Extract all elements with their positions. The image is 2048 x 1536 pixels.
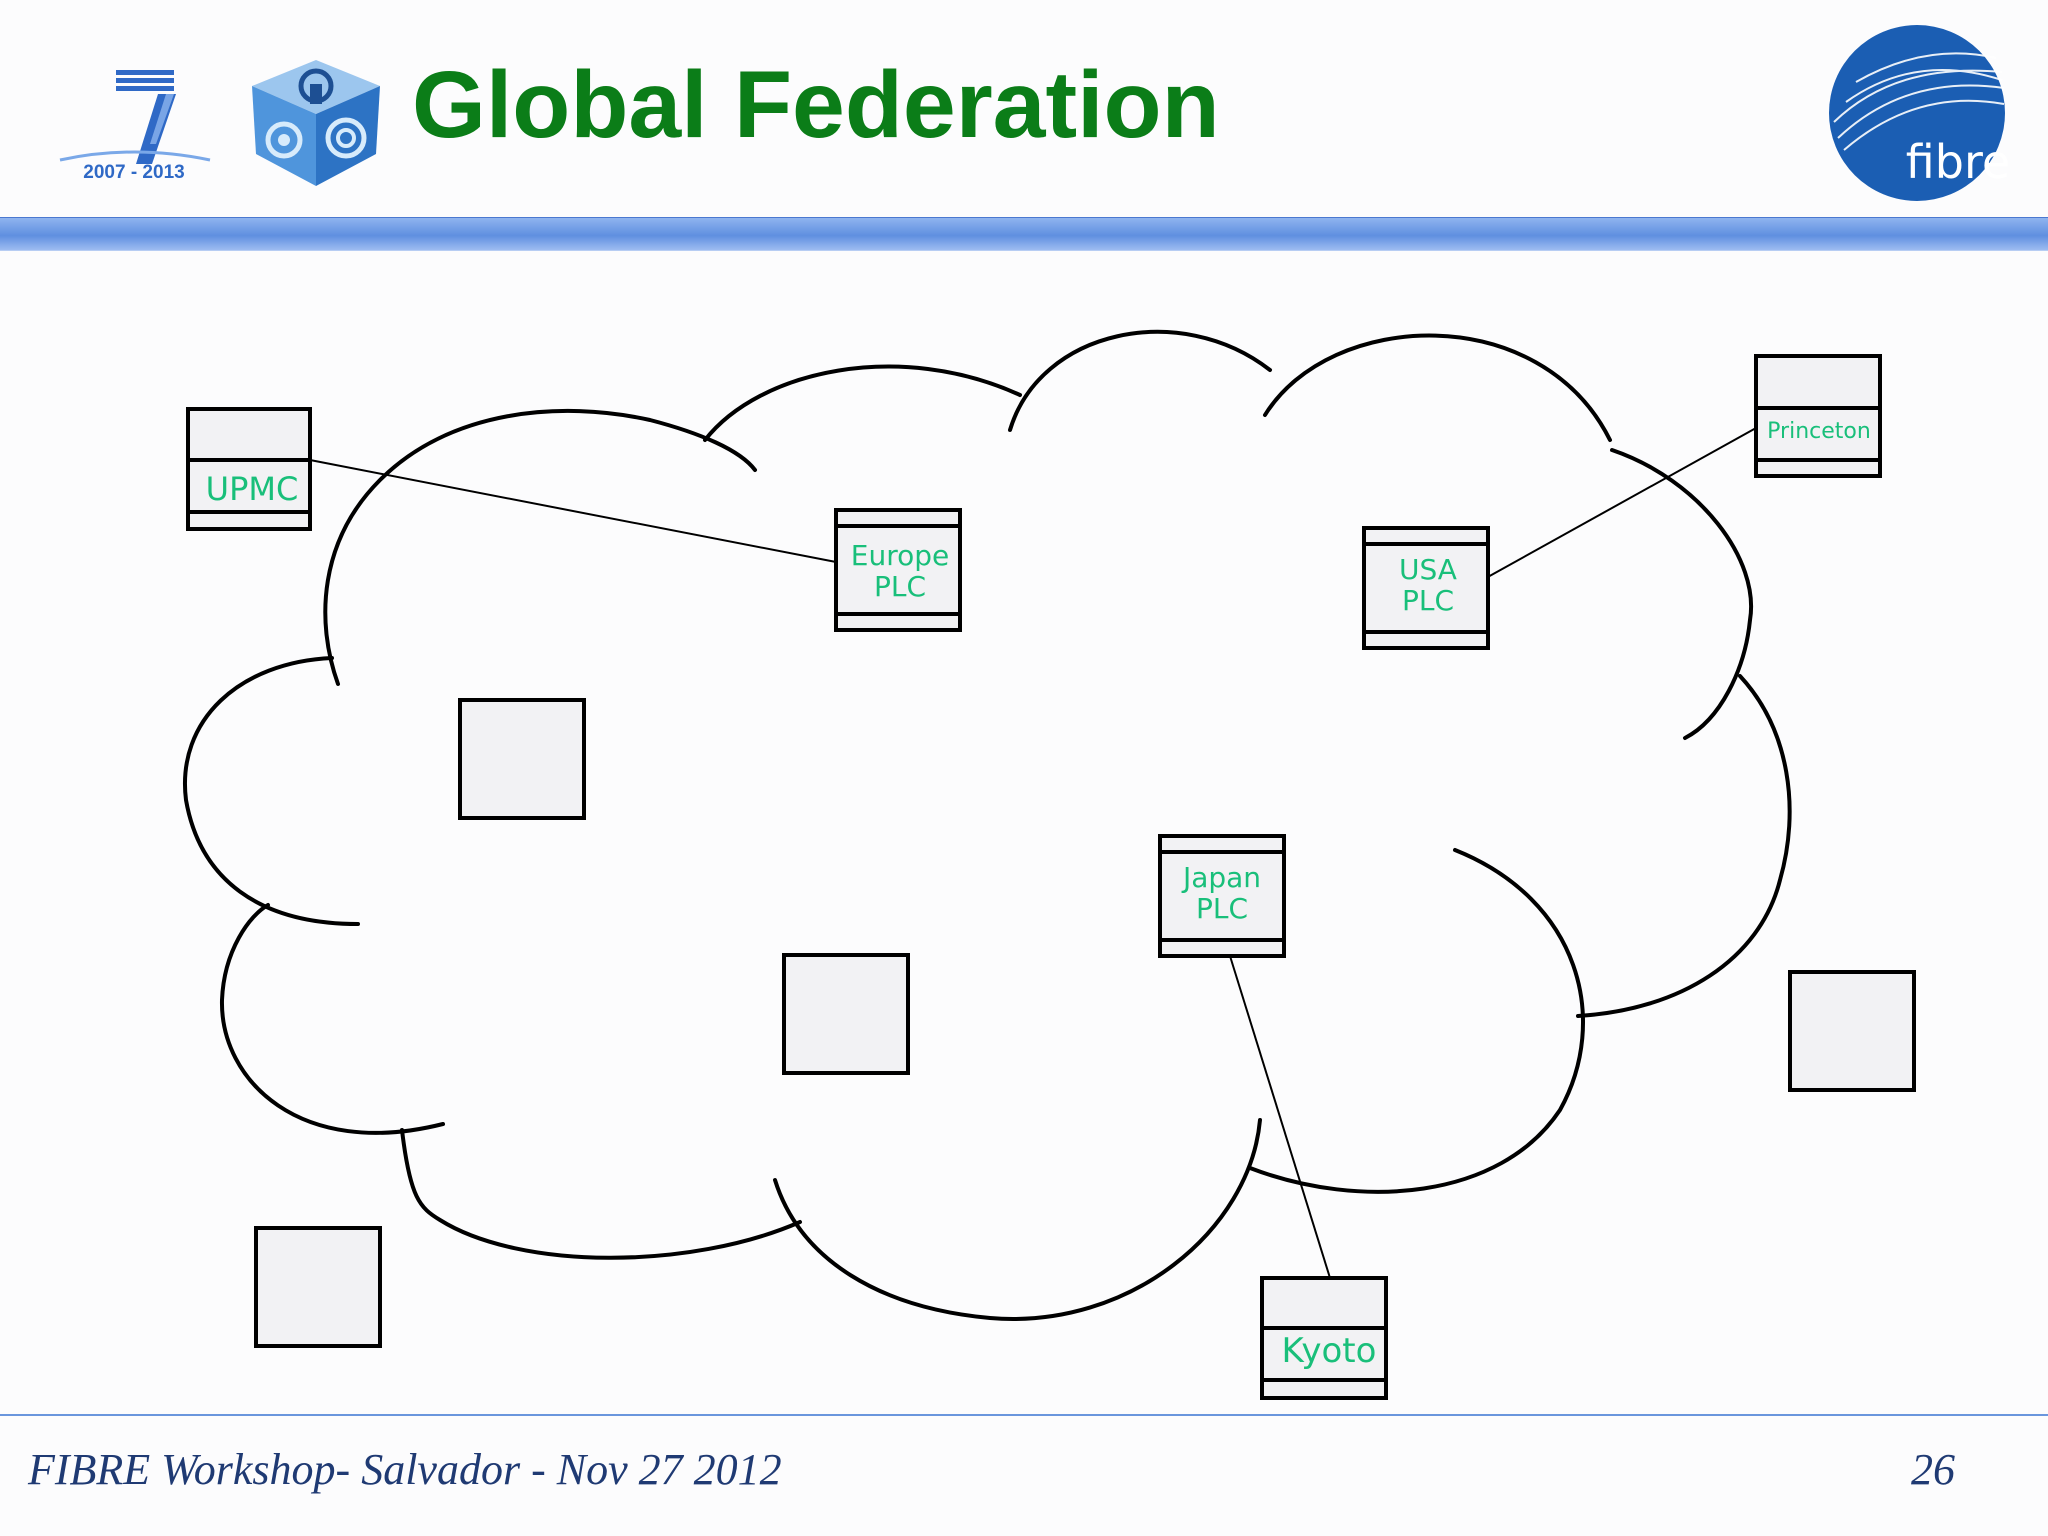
node-kyoto bbox=[1260, 1276, 1388, 1400]
label-princeton: Princeton bbox=[1767, 419, 1871, 444]
fire-cube-logo bbox=[246, 56, 386, 190]
node-upmc bbox=[186, 407, 312, 531]
label-europe-line1: Europe bbox=[850, 539, 950, 572]
label-upmc: UPMC bbox=[205, 470, 299, 508]
fibre-logo-text: fibre bbox=[1906, 135, 2008, 189]
label-usa-plc: USA PLC bbox=[1366, 554, 1490, 617]
node-princeton bbox=[1754, 354, 1882, 478]
footer-text: FIBRE Workshop- Salvador - Nov 27 2012 bbox=[28, 1445, 782, 1494]
fp7-logo-icon: 2007 - 2013 bbox=[59, 70, 211, 183]
slide-title: Global Federation bbox=[412, 52, 1220, 158]
header-band bbox=[0, 217, 2048, 251]
label-japan-plc: Japan PLC bbox=[1160, 862, 1284, 925]
fp7-years: 2007 - 2013 bbox=[83, 162, 184, 183]
node-unlabeled bbox=[1788, 970, 1916, 1092]
cloud-outline bbox=[182, 329, 1792, 1321]
label-japan-line2: PLC bbox=[1195, 892, 1249, 926]
fibre-logo: fibre bbox=[1826, 22, 2010, 204]
label-europe-line2: PLC bbox=[873, 570, 927, 604]
link-princeton-usa bbox=[1485, 427, 1757, 579]
node-japan-plc bbox=[1158, 834, 1286, 958]
link-upmc-europe bbox=[309, 459, 837, 563]
node-usa-plc bbox=[1362, 526, 1490, 650]
label-europe-plc: Europe PLC bbox=[838, 540, 962, 603]
node-unlabeled bbox=[458, 698, 586, 820]
link-japan-kyoto bbox=[1229, 955, 1331, 1279]
page-number: 26 bbox=[1911, 1445, 1955, 1494]
label-usa-line2: PLC bbox=[1401, 584, 1455, 618]
node-europe-plc bbox=[834, 508, 962, 632]
fibre-globe-icon: fibre bbox=[1829, 25, 2010, 201]
footer-divider bbox=[0, 1414, 2048, 1416]
label-usa-line1: USA bbox=[1399, 553, 1457, 586]
node-unlabeled bbox=[782, 953, 910, 1075]
fp7-logo: 2007 - 2013 bbox=[54, 64, 214, 184]
cube-icon bbox=[252, 60, 380, 186]
label-kyoto: Kyoto bbox=[1281, 1331, 1377, 1371]
node-unlabeled bbox=[254, 1226, 382, 1348]
label-japan-line1: Japan bbox=[1182, 861, 1262, 894]
